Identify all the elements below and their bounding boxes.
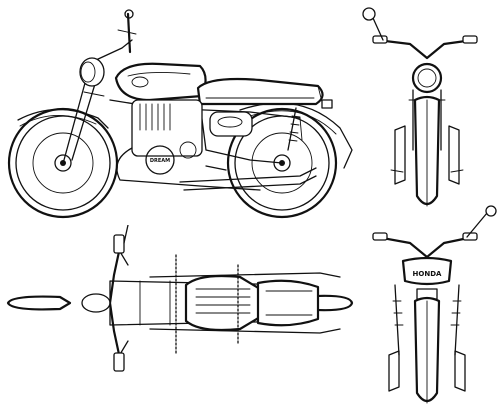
rear-shock	[287, 107, 301, 151]
front-wheel	[7, 107, 119, 219]
seat	[196, 77, 324, 106]
fuel-tank	[114, 62, 207, 102]
footpeg	[205, 165, 227, 171]
exhaust	[116, 147, 317, 191]
front-fork	[63, 71, 105, 161]
honda-badge: HONDA	[413, 270, 442, 278]
exhaust	[149, 272, 341, 334]
fuel-tank	[184, 274, 262, 332]
front-fender	[17, 108, 109, 129]
seat	[256, 279, 320, 327]
taillight	[321, 99, 333, 109]
headlight	[79, 57, 105, 87]
rear-shock	[392, 284, 462, 356]
handlebar	[108, 225, 129, 372]
headlight	[411, 62, 443, 94]
top-view	[0, 225, 360, 410]
handlebar	[372, 35, 478, 60]
exhaust	[388, 350, 466, 392]
mirror	[466, 205, 497, 238]
rear-fender	[239, 102, 353, 169]
rear-view: HONDA	[355, 205, 500, 410]
engine-badge: DREAM	[150, 158, 170, 164]
engine-outline	[390, 125, 464, 185]
handlebar	[372, 232, 478, 259]
rear-badge: HONDA	[401, 256, 453, 286]
mirror	[362, 7, 384, 41]
front-view	[355, 0, 500, 225]
handlebar	[95, 9, 137, 61]
headlight	[81, 293, 111, 313]
front-tire	[6, 295, 72, 311]
front-tire	[413, 95, 441, 207]
rear-tire	[413, 296, 441, 404]
side-view: DREAM	[0, 0, 360, 225]
engine: DREAM	[131, 99, 203, 175]
